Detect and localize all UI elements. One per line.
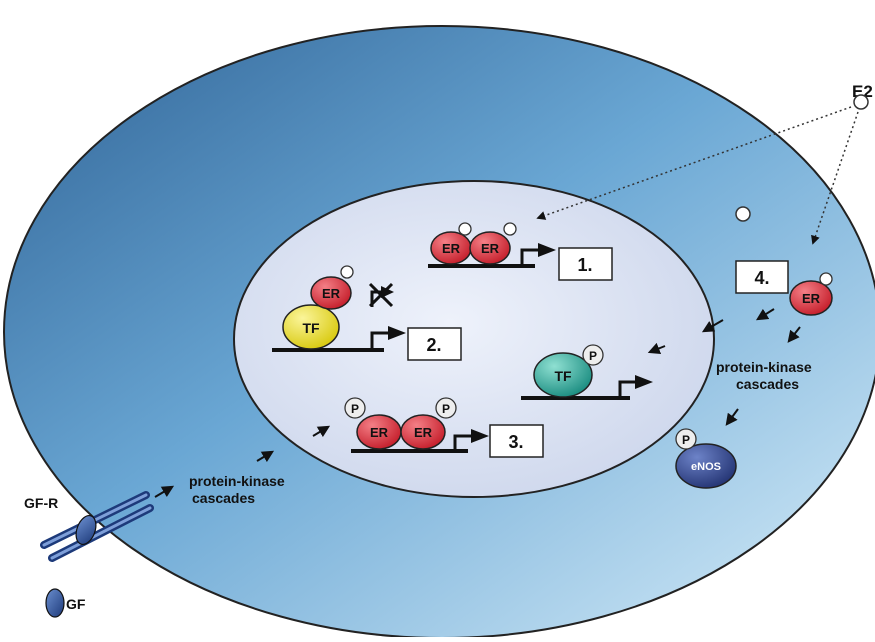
enos xyxy=(675,443,737,489)
er-label: ER xyxy=(370,425,389,440)
signal-arrow xyxy=(787,326,801,343)
gf-label: GF xyxy=(66,596,86,612)
gf-receptor xyxy=(40,491,154,562)
cascade-right-line2: cascades xyxy=(736,376,799,392)
cascade-right-line1: protein-kinase xyxy=(716,359,812,375)
signal-arrow xyxy=(312,425,331,438)
er-label: ER xyxy=(322,286,341,301)
phosphate-icon xyxy=(435,397,457,419)
signal-arrow xyxy=(647,342,666,355)
pathway-3-box xyxy=(489,424,544,458)
phosphate-label: P xyxy=(682,433,690,447)
cascade-left-line1: protein-kinase xyxy=(189,473,285,489)
e2-bound-ligand xyxy=(340,265,354,279)
pathway-3-label: 3. xyxy=(508,432,523,452)
signal-arrow xyxy=(154,485,175,498)
e2-ligand-cytoplasm xyxy=(735,206,751,222)
e2-bound-ligand xyxy=(503,222,517,236)
pathway-1-box xyxy=(558,247,613,281)
cascade-left-line2: cascades xyxy=(192,490,255,506)
enos-label: eNOS xyxy=(691,461,721,473)
pathway-1-group: ER ER 1. xyxy=(428,222,613,281)
phosphate-icon xyxy=(675,428,697,450)
signal-arrow xyxy=(256,450,275,463)
pathway-4-label: 4. xyxy=(754,268,769,288)
tf-phospho-group: TF P xyxy=(521,344,653,400)
signal-arrow xyxy=(725,408,739,426)
pathway-2-label: 2. xyxy=(426,335,441,355)
er-label: ER xyxy=(481,241,500,256)
pathway-2-group: TF ER 2. xyxy=(272,265,462,361)
tf-label: TF xyxy=(554,368,572,384)
pathway-2-box xyxy=(407,327,462,361)
er-label: ER xyxy=(442,241,461,256)
tf-teal xyxy=(533,352,593,398)
pathway-3-group: ER ER P P 3. xyxy=(344,397,544,458)
tf-label: TF xyxy=(302,320,320,336)
gf-ligand xyxy=(45,588,65,618)
e2-path-to-cytoplasm xyxy=(811,111,859,245)
er-tethered xyxy=(310,276,352,310)
phosphate-icon xyxy=(582,344,604,366)
phosphate-label: P xyxy=(589,349,597,363)
er-phospho-right xyxy=(400,414,446,450)
e2-bound-ligand xyxy=(458,222,472,236)
er-label: ER xyxy=(414,425,433,440)
pathway-1-label: 1. xyxy=(577,255,592,275)
e2-ligand-outside xyxy=(853,94,869,110)
signal-arrow xyxy=(701,319,724,333)
er-membrane xyxy=(789,280,833,316)
er-label: ER xyxy=(802,291,821,306)
e2-bound-ligand xyxy=(819,272,833,286)
e2-path-to-nucleus xyxy=(536,106,852,220)
phosphate-label: P xyxy=(351,402,359,416)
pathway-4-box xyxy=(735,260,789,294)
tf-yellow xyxy=(282,304,340,350)
pathway-4-group: 4. ER xyxy=(735,260,833,316)
er-dimer-right-1 xyxy=(469,231,511,265)
signal-arrow xyxy=(755,308,775,321)
phosphate-label: P xyxy=(442,402,450,416)
gfr-label: GF-R xyxy=(24,495,58,511)
phosphate-icon xyxy=(344,397,366,419)
